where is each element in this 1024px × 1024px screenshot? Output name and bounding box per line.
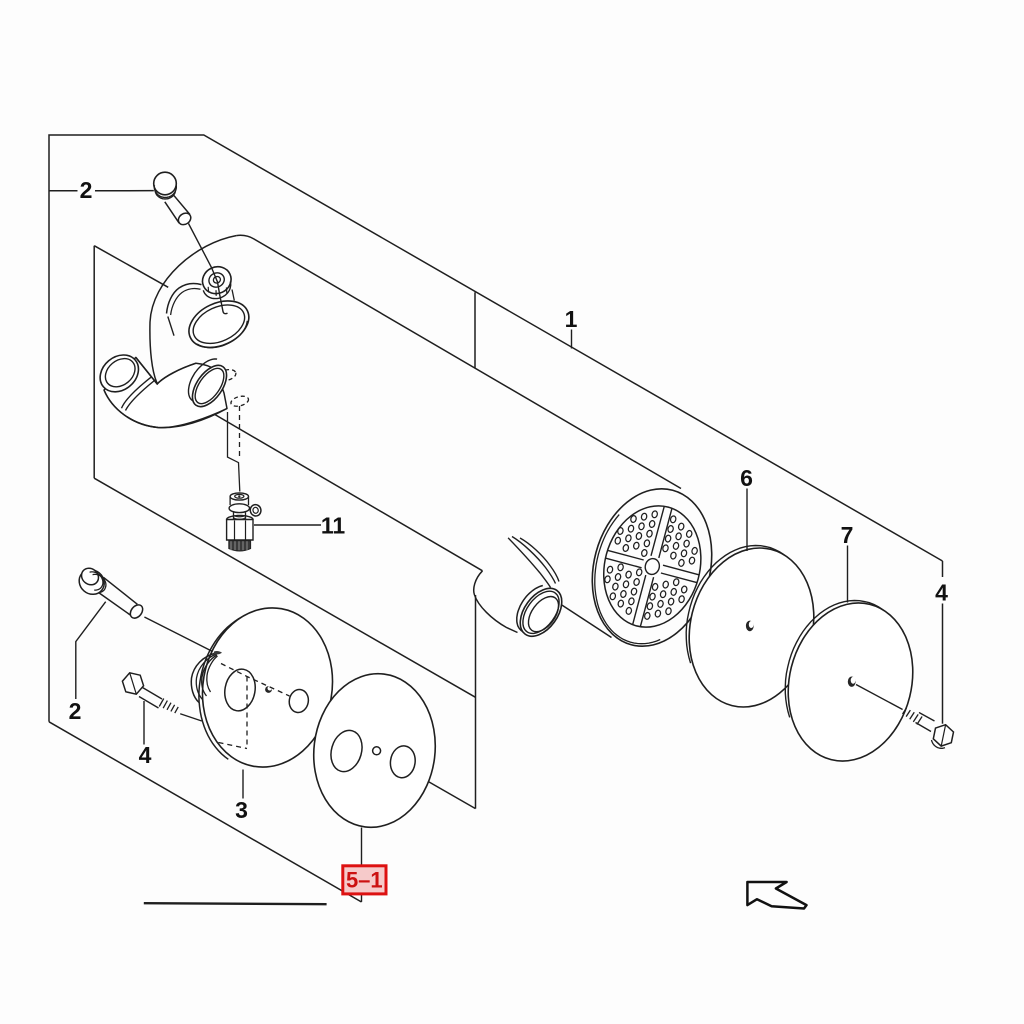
- svg-text:1: 1: [565, 306, 578, 332]
- svg-text:5–1: 5–1: [346, 868, 383, 893]
- svg-text:2: 2: [80, 177, 93, 203]
- svg-text:4: 4: [935, 580, 948, 606]
- svg-text:6: 6: [740, 465, 753, 491]
- svg-text:2: 2: [69, 698, 82, 724]
- svg-text:4: 4: [139, 742, 152, 768]
- svg-text:11: 11: [321, 513, 346, 539]
- svg-text:7: 7: [841, 522, 854, 548]
- svg-text:3: 3: [235, 797, 248, 823]
